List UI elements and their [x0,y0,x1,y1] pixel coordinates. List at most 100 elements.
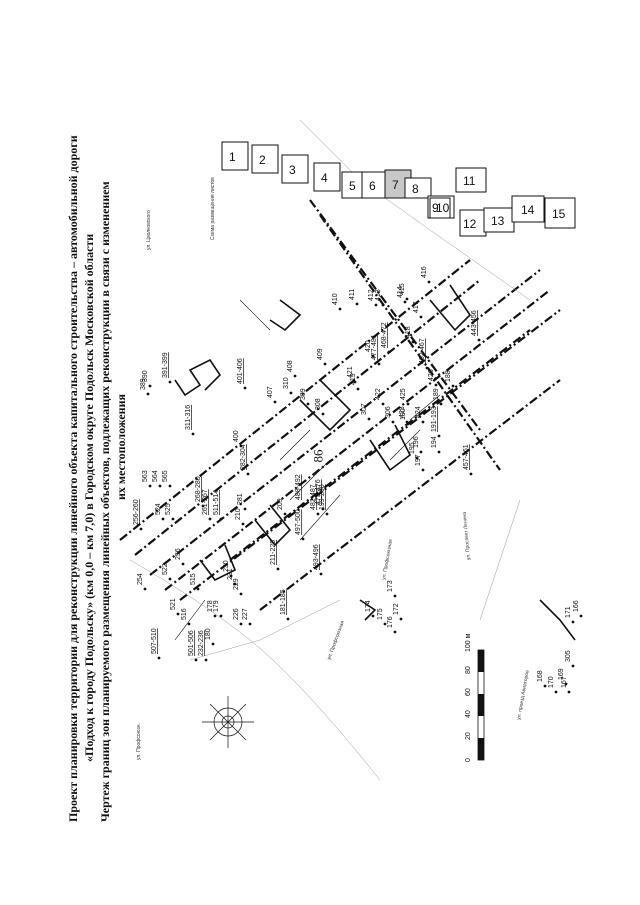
point-label: 196 [413,436,420,448]
point-node [391,420,395,424]
point-node [355,302,359,306]
point-label: 412 [368,289,375,301]
sheet-5: 5 [349,179,356,193]
point-label: 425 [400,388,407,400]
point-label: 521 [170,598,177,610]
point-node [229,574,233,578]
point-label: 423 [399,406,406,418]
street-label-4: ул. Проспект Ленина [462,511,472,560]
point-label: 482-487 [310,484,317,510]
point-label: 524 [155,503,162,515]
point-node [273,400,277,404]
point-node [148,484,152,488]
point-node [158,484,162,488]
point-node [434,383,438,387]
point-label: 473-476 [315,479,322,505]
point-label: 477-481 [371,334,378,360]
point-node [406,402,410,406]
point-node [286,617,290,621]
point-node [148,384,152,388]
point-node [208,517,212,521]
scale-tick-20: 20 [465,732,472,740]
point-label: 305 [565,650,572,662]
point-label: 462-467 [419,338,426,364]
point-label: 194 [431,436,438,448]
point-label: 421 [347,366,354,378]
point-node [187,622,191,626]
point-label: 308 [315,398,322,410]
point-node [316,512,320,516]
point-node [239,622,243,626]
point-node [211,642,215,646]
point-node [338,307,342,311]
point-node [301,502,305,506]
point-node [181,562,185,566]
point-label: 189 [433,388,440,400]
point-node [399,617,403,621]
point-node [196,587,200,591]
point-label: 190 [400,408,407,420]
sheet-7: 7 [392,178,399,192]
street-label-3: ул. Профсоюзная [381,539,394,581]
point-label: 390 [142,370,149,382]
point-label: 420 [365,340,372,352]
point-node [367,417,371,421]
point-label: 511-514 [213,490,220,515]
point-node [421,468,425,472]
scale-tick-100: 100 м [465,633,472,652]
point-node [194,658,198,662]
point-label: 209 [277,498,284,510]
point-node [403,300,407,304]
sheet-2: 2 [259,153,266,167]
sheet-14: 14 [521,203,535,217]
point-label: 457-461 [463,444,470,470]
point-node [419,315,423,319]
point-node [246,472,250,476]
point-node [157,656,161,660]
point-node [171,517,175,521]
point-label: 167 [561,676,568,688]
point-node [139,527,143,531]
point-node [168,577,172,581]
point-label: 497-500 [295,509,302,535]
point-label: 180 [205,628,212,640]
point-node [371,354,375,358]
point-node [477,338,481,342]
point-label: 426 [428,369,435,381]
point-node [168,380,172,384]
point-node [243,386,247,390]
point-node [219,517,223,521]
point-label: 195 [409,442,416,454]
point-node [439,402,443,406]
point-label: 409 [317,348,324,360]
point-label: 414 [397,286,404,298]
point-node [564,682,568,686]
point-node [554,690,558,694]
point-node [567,690,571,694]
point-label: 191-193 [431,406,438,432]
compass-icon [202,696,254,748]
sheet-15: 15 [552,207,566,221]
street-label-1: ул. Циолковского [146,210,152,250]
point-label: 171 [565,606,572,618]
point-node [276,567,280,571]
point-label: 415 [399,283,406,295]
point-node [289,391,293,395]
point-label: 256 [175,548,182,560]
point-node [301,537,305,541]
point-node [425,366,429,370]
point-label: 493-496 [313,544,320,570]
point-node [387,350,391,354]
sheet-12: 12 [463,217,477,231]
sheet-6: 6 [369,179,376,193]
point-label: 418 [405,326,412,338]
point-label: 443-456 [471,310,478,336]
point-label: 389 [140,378,147,390]
point-node [146,392,150,396]
point-label: 173 [387,580,394,592]
scale-tick-0: 0 [465,758,472,762]
point-label: 416 [421,266,428,278]
sheet-3: 3 [289,163,296,177]
point-node [393,630,397,634]
